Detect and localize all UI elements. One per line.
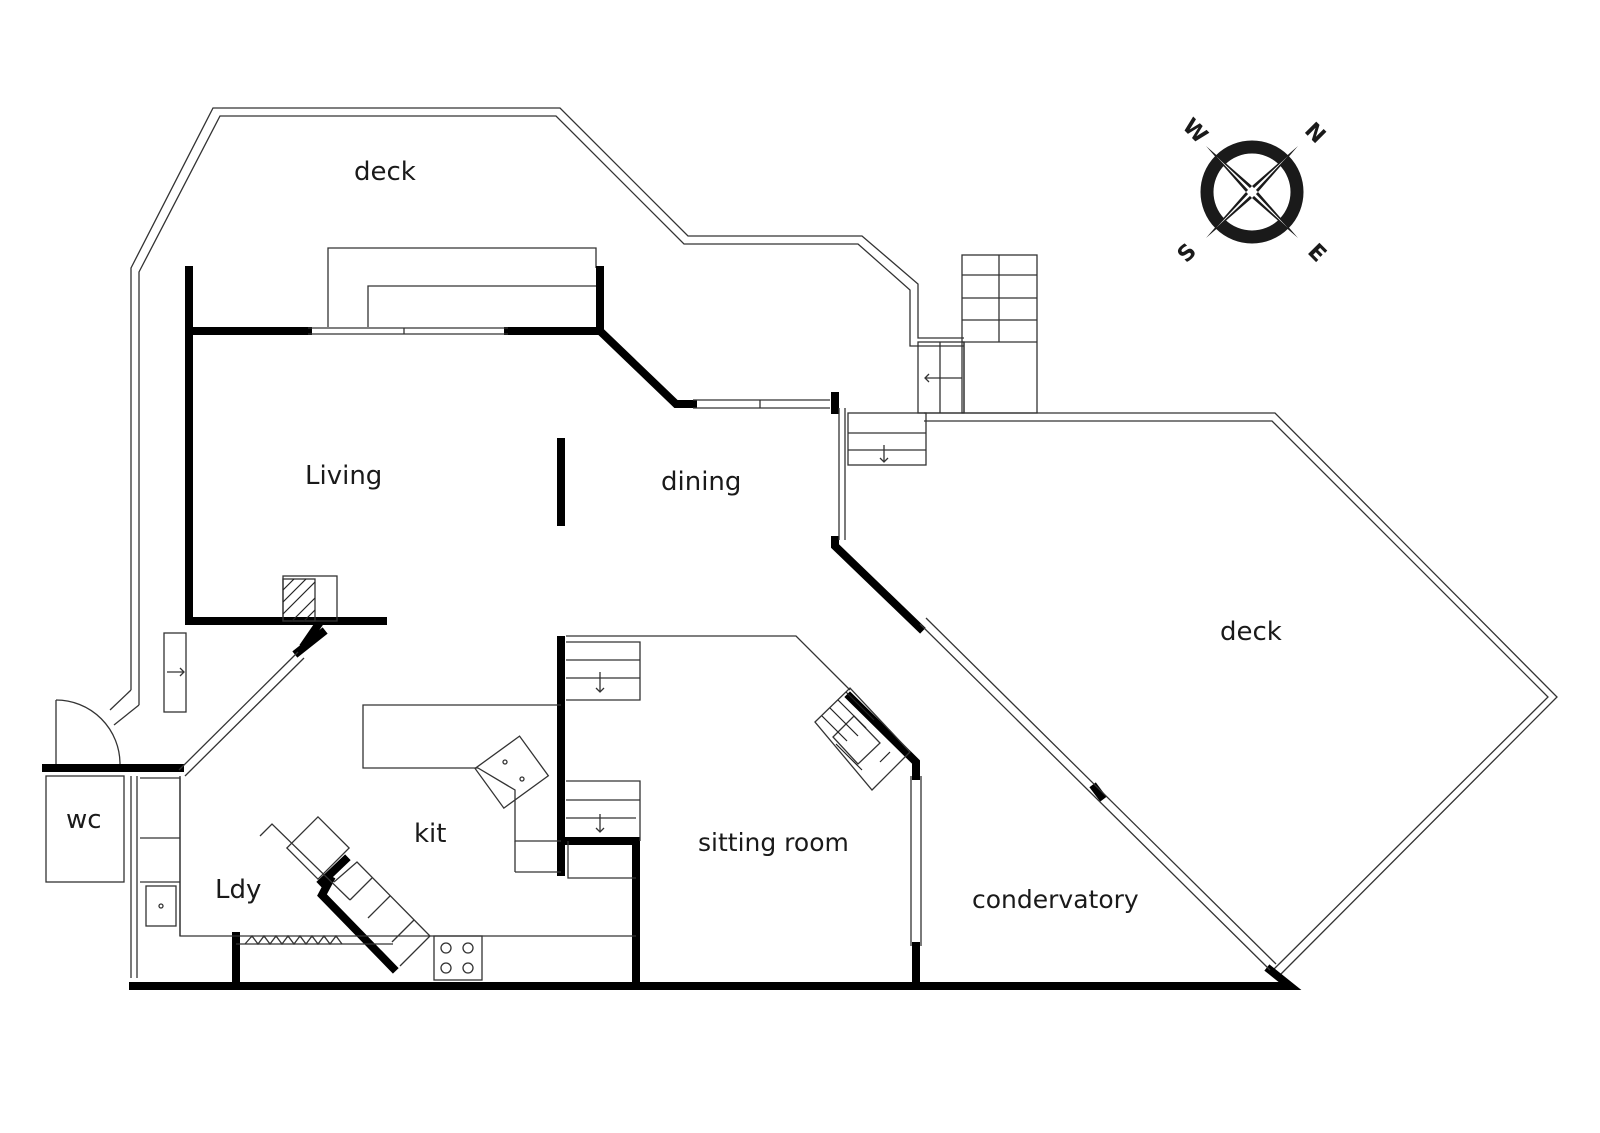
label-deck-north: deck: [354, 157, 416, 187]
compass-rose: N E S W: [1173, 114, 1331, 268]
room-labels: deck Living dining deck wc kit Ldy sitti…: [66, 157, 1282, 914]
label-kit: kit: [414, 819, 446, 849]
windows: [178, 327, 1277, 971]
deck-stairs: [847, 254, 1038, 466]
laundry-wc: [45, 632, 187, 978]
internal-stairs: [566, 635, 851, 841]
living-bench: [327, 247, 597, 327]
label-deck-east: deck: [1220, 617, 1282, 647]
compass-east: E: [1302, 239, 1330, 267]
fireplace-sitting: [814, 687, 911, 791]
deck-north-outline: [109, 107, 964, 726]
label-living: Living: [305, 461, 382, 491]
label-ldy: Ldy: [215, 875, 261, 905]
compass-west: W: [1177, 114, 1212, 149]
label-dining: dining: [661, 467, 741, 497]
label-condervatory: condervatory: [972, 885, 1139, 914]
kitchen-benches: [179, 704, 636, 981]
deck-east-outline: [924, 412, 1558, 978]
compass-ring: [1200, 140, 1304, 244]
compass-north: N: [1299, 118, 1330, 149]
fireplace-living: [282, 575, 338, 622]
compass-south: S: [1173, 239, 1202, 268]
label-sitting-room: sitting room: [698, 828, 849, 857]
label-wc: wc: [66, 805, 102, 835]
